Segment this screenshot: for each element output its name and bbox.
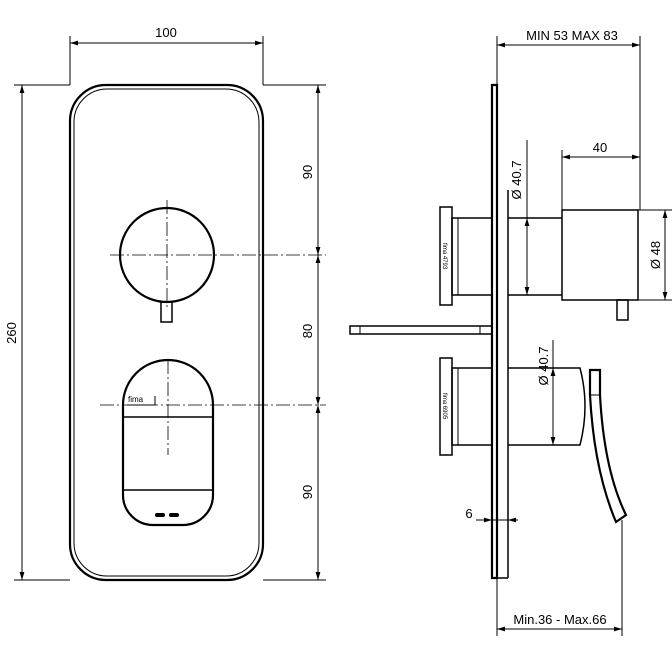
knob-indicator-stem	[160, 301, 173, 323]
front-view: 100 260 90 80 90 fima	[4, 25, 326, 582]
side-view: MIN 53 MAX 83 40 Ø 48 Ø 40.7 fima 4793 f…	[349, 28, 672, 636]
front-plate-outline	[68, 83, 265, 582]
front-plate-inner-edge	[73, 88, 260, 577]
side-lever	[588, 368, 628, 524]
width-dimension-label: 100	[155, 25, 177, 40]
mixer-lever	[121, 358, 215, 527]
logo-text: fima	[128, 395, 144, 404]
depth-dimension-top-label: MIN 53 MAX 83	[526, 28, 618, 43]
connecting-rod	[349, 325, 493, 335]
indicator-dot-left	[155, 513, 165, 517]
depth-dimension-bottom-label: Min.36 - Max.66	[513, 612, 606, 627]
plate-thickness-dim-label: 6	[465, 506, 472, 521]
dim-label-bottom: 90	[300, 485, 315, 499]
indicator-dot-right	[169, 513, 179, 517]
knob-diameter-dim-label: Ø 48	[648, 241, 663, 269]
dim-label-top: 90	[300, 165, 315, 179]
height-dimension-label: 260	[4, 322, 19, 344]
dim-label-middle: 80	[300, 324, 315, 338]
lower-body-diameter-dim-label: Ø 40.7	[536, 346, 551, 385]
upper-flange-label: fima 4793	[441, 243, 447, 270]
side-knob-stem	[616, 299, 629, 321]
lower-flange-label: fima 6905	[441, 393, 447, 420]
side-knob	[561, 209, 639, 301]
upper-body-diameter-dim-label: Ø 40.7	[509, 160, 524, 199]
lower-body	[508, 367, 586, 446]
knob-depth-dim-label: 40	[593, 140, 607, 155]
